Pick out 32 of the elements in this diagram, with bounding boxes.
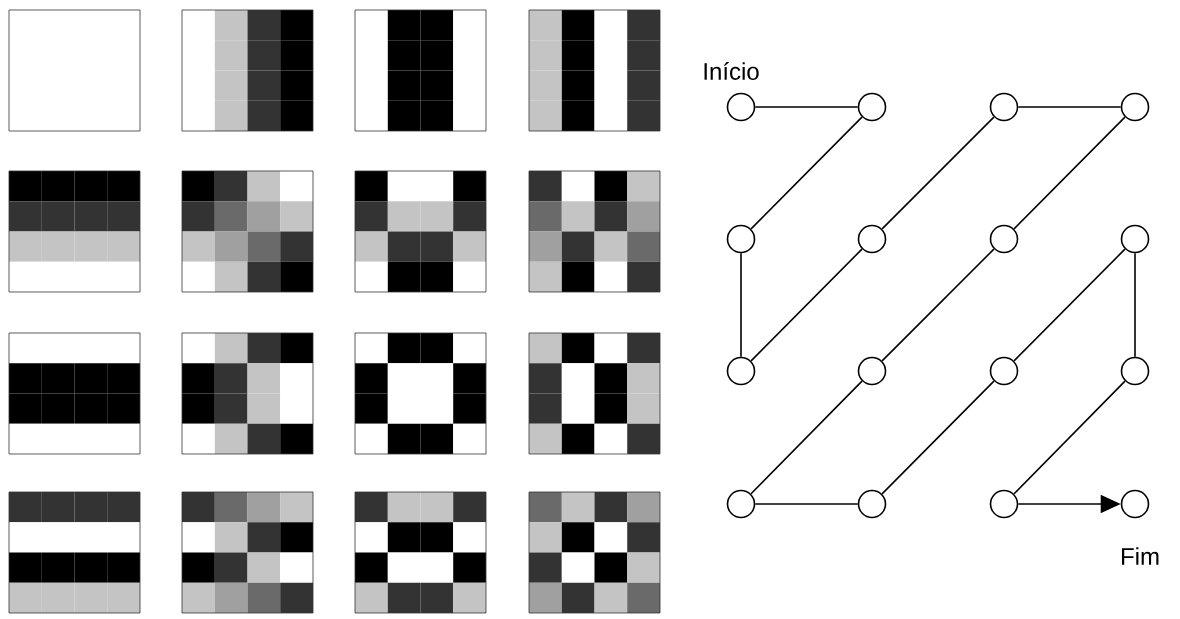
grid-circle (857, 356, 887, 386)
scan-line (1013, 248, 1126, 362)
scan-line (881, 116, 995, 230)
grid-circle (1120, 356, 1150, 386)
grid-circle (1120, 489, 1150, 519)
grid-circle (989, 489, 1019, 519)
grid-circle (1120, 92, 1150, 122)
grid-circle (726, 92, 756, 122)
scan-line (881, 248, 995, 362)
grid-circle (989, 224, 1019, 254)
scan-label: Início (704, 62, 759, 80)
scan-line (740, 252, 742, 358)
grid-circle (726, 224, 756, 254)
scan-line (1017, 106, 1122, 108)
grid-circle (989, 356, 1019, 386)
scan-line (881, 380, 995, 495)
grid-circle (1120, 224, 1150, 254)
grid-circle (726, 489, 756, 519)
scan-line (1013, 380, 1126, 495)
scan-line (754, 503, 859, 505)
scan-line (1134, 252, 1136, 358)
scan-line (754, 106, 859, 108)
grid-circle (989, 92, 1019, 122)
scan-line (750, 380, 863, 495)
grid-circle (857, 489, 887, 519)
grid-circle (726, 356, 756, 386)
grid-circle (857, 224, 887, 254)
scan-line (1013, 116, 1126, 230)
scan-line (750, 248, 863, 362)
scan-line (750, 116, 863, 230)
grid-circle (857, 92, 887, 122)
scan-label: Fim (1122, 547, 1159, 565)
